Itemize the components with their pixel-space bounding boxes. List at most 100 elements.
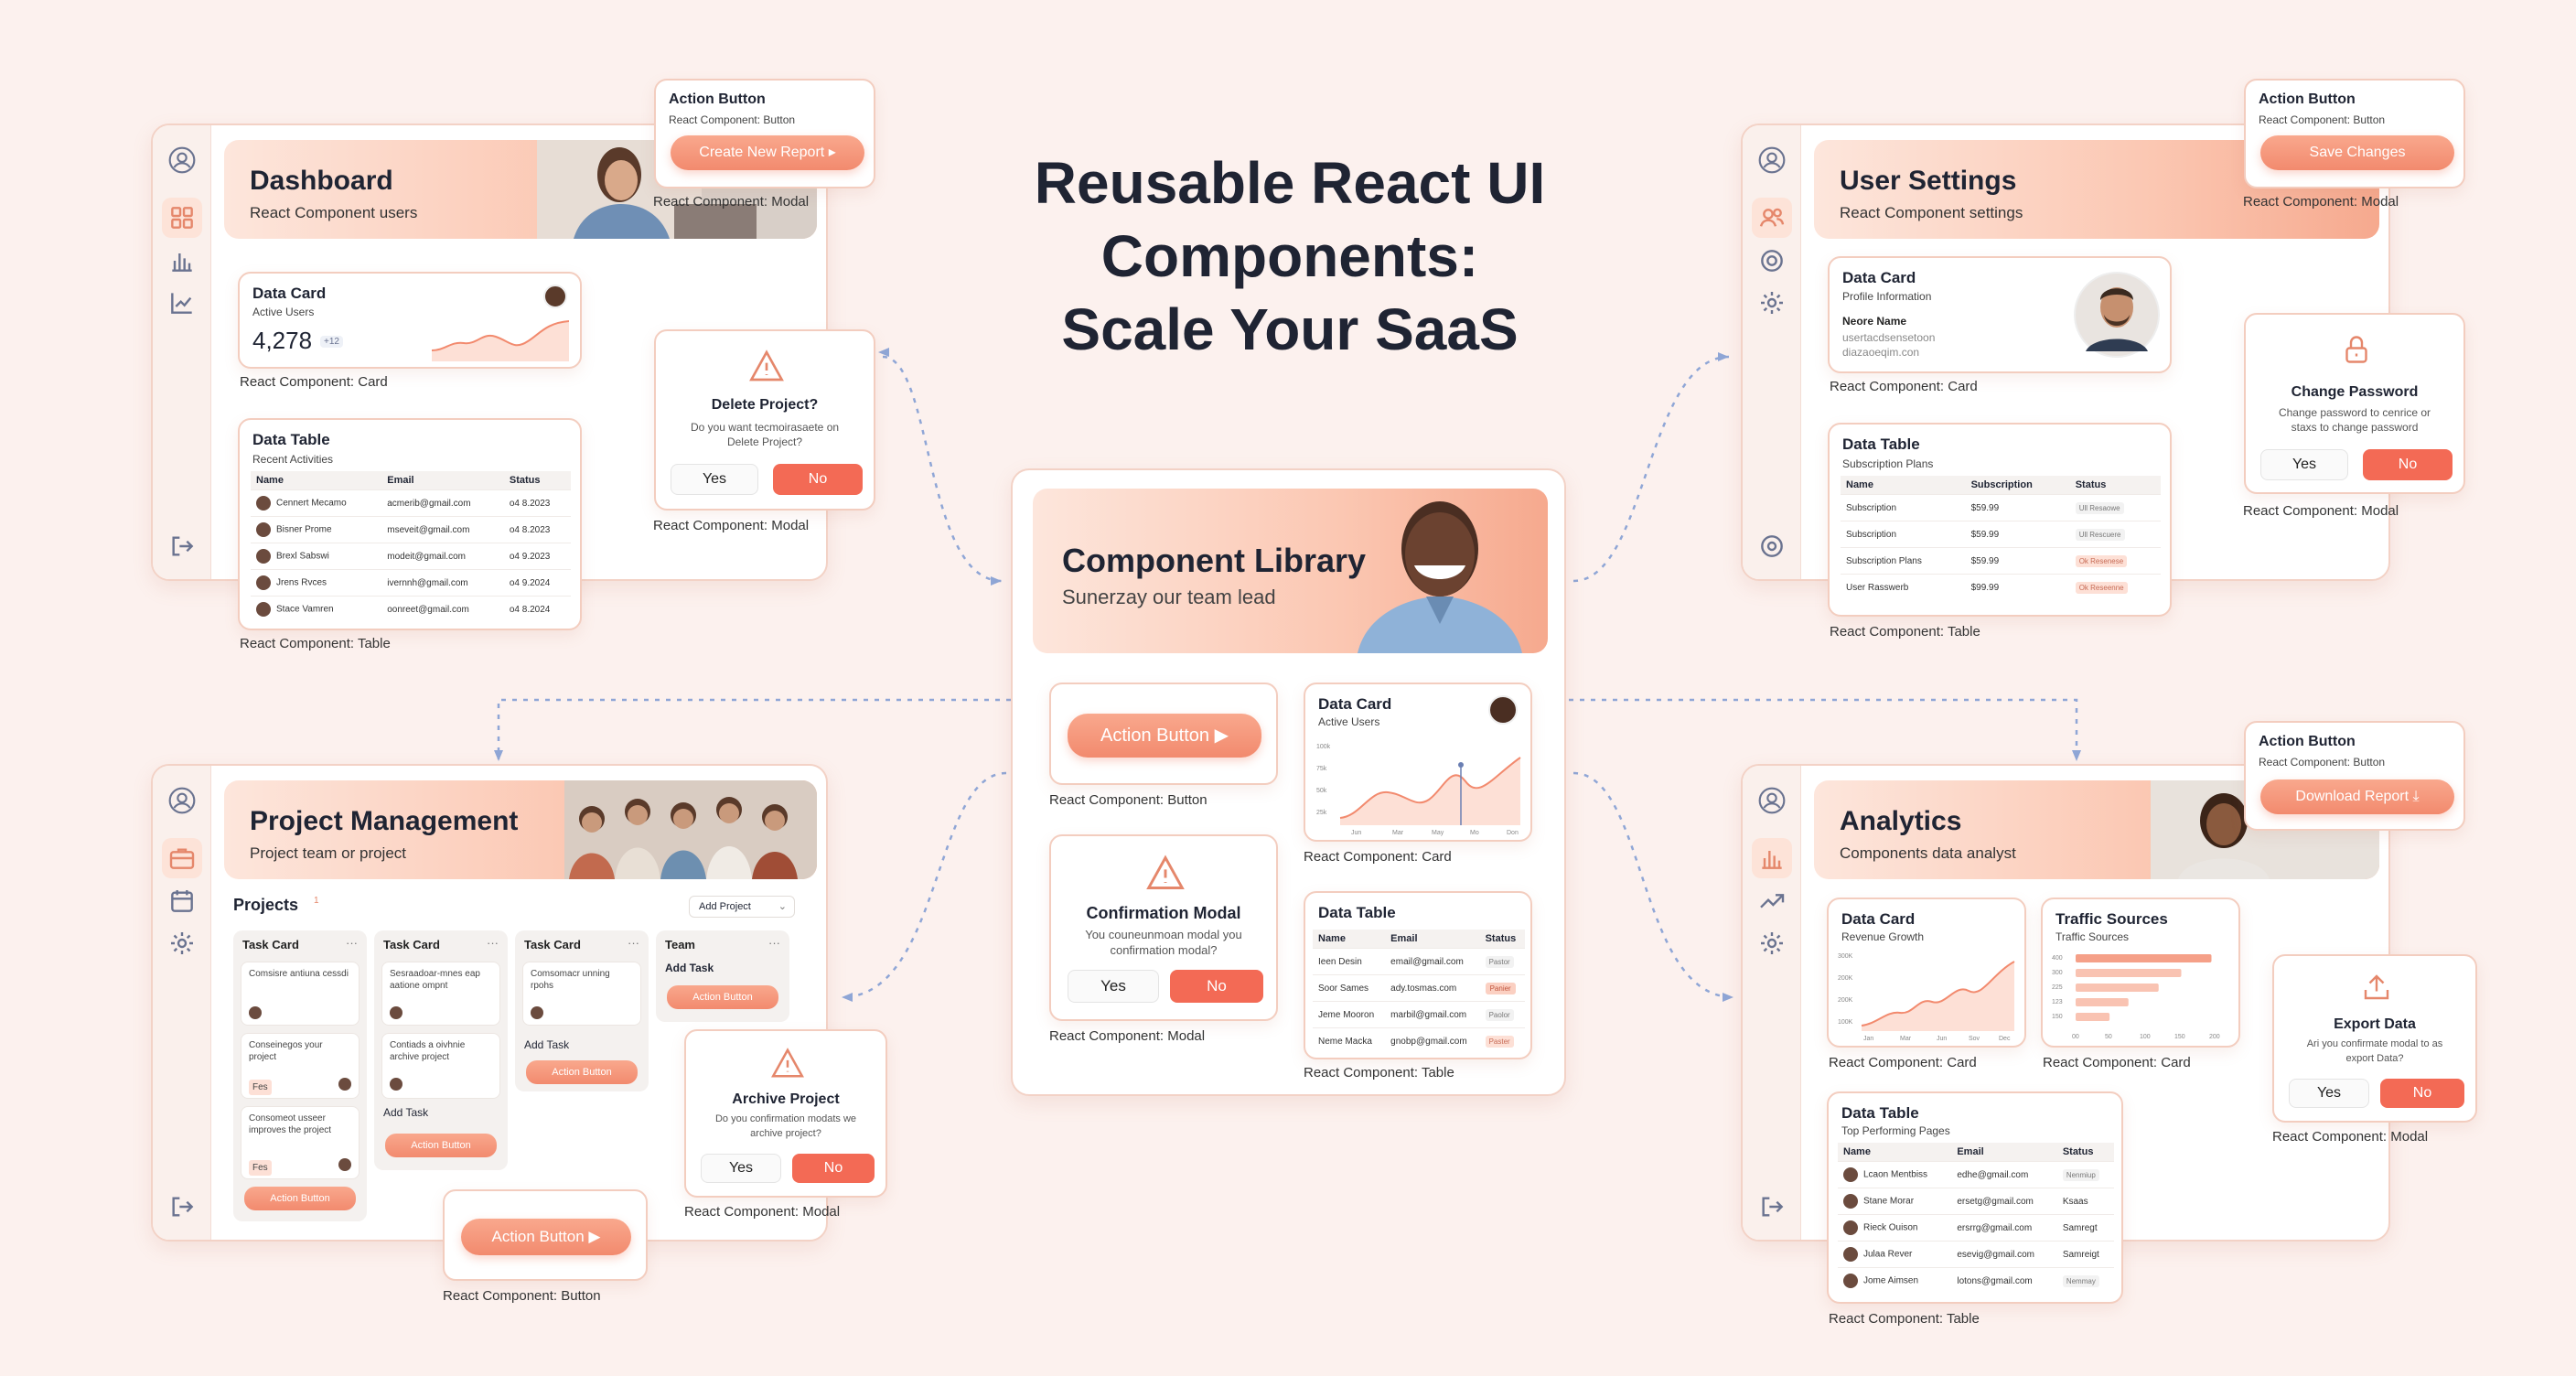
task-card[interactable]: Contiads a oivhnie archive project xyxy=(381,1033,500,1099)
modal-body-1: Change password to cenrice or xyxy=(2278,406,2431,419)
action-card-title: Action Button xyxy=(669,91,766,107)
target-icon[interactable] xyxy=(1757,246,1787,275)
yes-button[interactable]: Yes xyxy=(701,1154,781,1183)
title-line-2: Components: xyxy=(1100,223,1479,289)
y-tick: 400 xyxy=(2052,955,2063,962)
more-icon[interactable]: ··· xyxy=(768,936,780,950)
yes-button[interactable]: Yes xyxy=(671,464,758,495)
briefcase-icon[interactable] xyxy=(167,844,197,873)
y-tick: 123 xyxy=(2052,999,2063,1005)
line-chart-icon[interactable] xyxy=(167,288,197,317)
library-table-caption: React Component: Table xyxy=(1304,1065,1454,1080)
more-icon[interactable]: ··· xyxy=(487,936,499,950)
add-project-select[interactable]: Add Project⌄ xyxy=(689,896,795,918)
action-button[interactable]: Action Button ▶ xyxy=(461,1219,631,1255)
bar-chart-icon[interactable] xyxy=(1757,844,1787,873)
modal-title: Export Data xyxy=(2334,1016,2416,1032)
area-chart: 100k 75k 50k 25k Jun Mar May Mo Don xyxy=(1316,744,1521,836)
action-button[interactable]: Action Button xyxy=(526,1060,638,1084)
analytics-table-caption: React Component: Table xyxy=(1829,1311,1980,1327)
users-icon[interactable] xyxy=(1757,203,1787,232)
sparkline xyxy=(432,320,569,361)
no-button[interactable]: No xyxy=(2380,1079,2464,1108)
yes-button[interactable]: Yes xyxy=(1068,970,1159,1003)
task-card[interactable]: Comsomacr unning rpohs xyxy=(522,962,641,1026)
action-button[interactable]: Action Button xyxy=(244,1187,356,1210)
no-button[interactable]: No xyxy=(2363,449,2453,480)
logout-icon[interactable] xyxy=(167,532,197,561)
yes-button[interactable]: Yes xyxy=(2289,1079,2369,1108)
user-icon[interactable] xyxy=(1757,786,1787,815)
avatar xyxy=(1843,1247,1858,1262)
task-card[interactable]: Comsisre antiuna cessdi xyxy=(241,962,360,1026)
add-task-label[interactable]: Add Task xyxy=(383,1106,429,1119)
x-tick: Mar xyxy=(1900,1036,1912,1042)
modal-body-1: Do you want tecmoirasaete on xyxy=(690,421,840,434)
download-icon: ⤓ xyxy=(2412,789,2420,804)
archive-project-modal: Archive Project Do you confirmation moda… xyxy=(684,1029,887,1198)
projects-label: Projects xyxy=(233,896,299,914)
project-modal-caption: React Component: Modal xyxy=(684,1204,841,1220)
action-button[interactable]: Action Button ▶ xyxy=(1068,714,1261,758)
no-button[interactable]: No xyxy=(792,1154,875,1183)
sidebar xyxy=(153,125,211,579)
gear-icon[interactable] xyxy=(1757,929,1787,958)
logout-icon[interactable] xyxy=(1757,1192,1787,1221)
user-icon[interactable] xyxy=(167,145,197,175)
x-tick: Dec xyxy=(1999,1036,2011,1042)
bar-chart-icon[interactable] xyxy=(167,246,197,275)
settings-icon[interactable] xyxy=(1757,532,1787,561)
logout-icon[interactable] xyxy=(167,1192,197,1221)
grid-icon[interactable] xyxy=(167,203,197,232)
yes-button[interactable]: Yes xyxy=(2260,449,2348,480)
traffic-bar-chart: 400 300 225 123 150 00 50 100 150 200 xyxy=(2052,954,2220,1040)
trend-icon[interactable] xyxy=(1757,887,1787,916)
user-icon[interactable] xyxy=(167,786,197,815)
no-button[interactable]: No xyxy=(1170,970,1263,1003)
action-button[interactable]: Action Button xyxy=(385,1134,497,1157)
dashboard-subtitle: React Component users xyxy=(250,204,418,221)
analytics-subtitle: Components data analyst xyxy=(1840,844,2016,862)
save-changes-button[interactable]: Save Changes xyxy=(2260,135,2454,170)
dashboard-card-caption: React Component: Card xyxy=(240,374,388,390)
no-button[interactable]: No xyxy=(773,464,863,495)
create-report-button[interactable]: Create New Report ▸ xyxy=(671,135,864,170)
traffic-bar xyxy=(2076,954,2212,962)
task-card[interactable]: Sesraadoar-mnes eap aatione ompnt xyxy=(381,962,500,1026)
more-icon[interactable]: ··· xyxy=(346,936,358,950)
more-icon[interactable]: ··· xyxy=(628,936,639,950)
add-task-label[interactable]: Add Task xyxy=(665,962,714,974)
user-icon[interactable] xyxy=(1757,145,1787,175)
gear-icon[interactable] xyxy=(1757,288,1787,317)
profile-data-card: Data Card Profile Information Neore Name… xyxy=(1828,256,2172,373)
action-button[interactable]: Action Button xyxy=(667,985,778,1009)
download-report-button[interactable]: Download Report ⤓ xyxy=(2260,779,2454,814)
add-task-label[interactable]: Add Task xyxy=(524,1038,570,1051)
gear-icon[interactable] xyxy=(167,929,197,958)
calendar-icon[interactable] xyxy=(167,887,197,916)
traffic-bar xyxy=(2076,1013,2110,1021)
